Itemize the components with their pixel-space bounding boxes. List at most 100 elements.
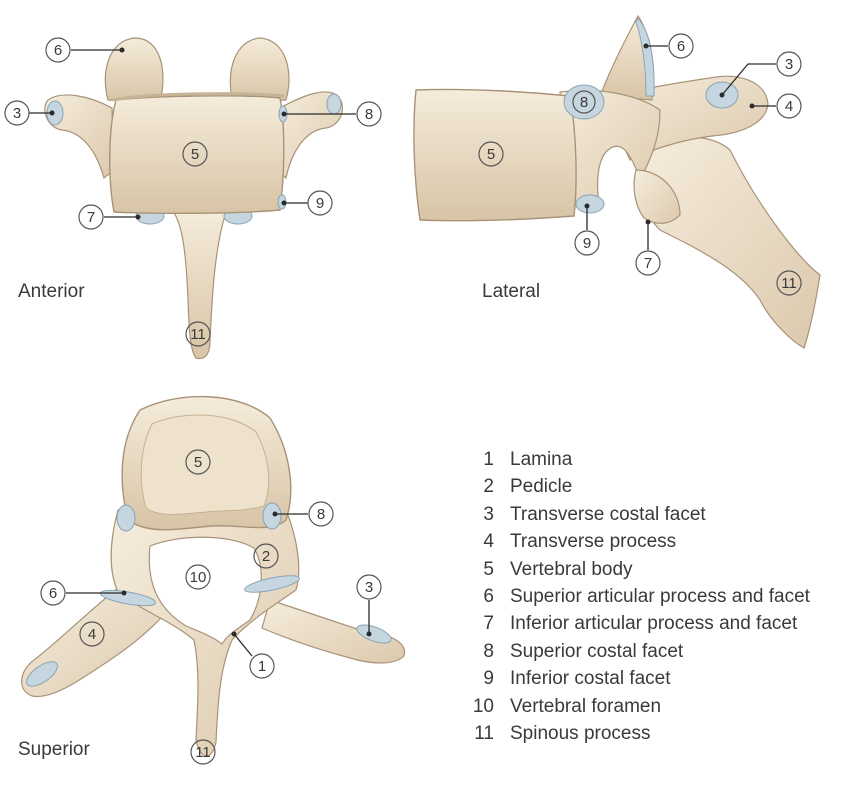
svg-text:11: 11 <box>781 275 797 292</box>
callout-anterior-6: 6 <box>45 37 71 63</box>
callout-superior-1: 1 <box>249 653 275 679</box>
callout-anterior-5: 5 <box>182 141 208 167</box>
callout-superior-3: 3 <box>356 574 382 600</box>
legend-label: Inferior costal facet <box>510 668 671 690</box>
svg-text:9: 9 <box>316 195 324 212</box>
superior-transverse-process-right <box>261 599 406 664</box>
view-label-superior: Superior <box>18 739 90 760</box>
svg-text:8: 8 <box>365 106 373 123</box>
svg-text:6: 6 <box>49 585 57 602</box>
legend-label: Lamina <box>510 449 573 470</box>
legend-label: Transverse costal facet <box>510 503 706 525</box>
legend-label: Vertebral body <box>510 558 633 580</box>
callout-lateral-5: 5 <box>478 141 504 167</box>
anterior-leader-lines <box>29 49 356 218</box>
anterior-view <box>44 37 343 360</box>
legend-number: 8 <box>483 640 494 662</box>
legend-number: 11 <box>474 722 494 744</box>
legend-number: 3 <box>483 503 494 525</box>
legend-number: 2 <box>483 476 494 498</box>
lateral-callouts: 6 3 4 8 5 9 7 11 <box>478 33 802 296</box>
superior-view <box>21 395 406 757</box>
legend-number: 7 <box>483 613 494 635</box>
lateral-inferior-articular-process <box>633 169 681 224</box>
legend-number: 4 <box>483 531 494 553</box>
svg-text:1: 1 <box>258 658 266 675</box>
legend-number: 10 <box>472 695 494 717</box>
svg-text:5: 5 <box>487 146 495 163</box>
callout-anterior-7: 7 <box>78 204 104 230</box>
anterior-superior-articular-process-right <box>229 37 290 103</box>
legend-number: 6 <box>483 585 494 607</box>
callout-lateral-4: 4 <box>776 93 802 119</box>
superior-transverse-costal-facet-right <box>356 624 392 644</box>
svg-text:4: 4 <box>785 98 793 115</box>
superior-callouts: 5 8 2 10 6 3 4 1 <box>40 449 382 765</box>
legend-number: 1 <box>483 449 494 470</box>
superior-superior-costal-facet-right <box>262 502 282 530</box>
callout-superior-8: 8 <box>308 501 334 527</box>
legend-item: 1 Lamina <box>472 446 810 473</box>
anterior-spinous-process <box>170 209 227 360</box>
callout-lateral-11: 11 <box>776 270 802 296</box>
callout-superior-6: 6 <box>40 580 66 606</box>
callout-superior-10: 10 <box>185 564 211 590</box>
callout-superior-2: 2 <box>253 543 279 569</box>
anterior-transverse-costal-facet-right <box>326 93 342 115</box>
legend-label: Transverse process <box>510 531 677 553</box>
svg-text:3: 3 <box>13 105 21 122</box>
svg-text:7: 7 <box>87 209 95 226</box>
callout-anterior-9: 9 <box>307 190 333 216</box>
anterior-superior-articular-process-left <box>104 37 164 103</box>
callout-lateral-9: 9 <box>574 230 600 256</box>
svg-text:11: 11 <box>195 744 211 761</box>
lateral-vertebral-body <box>413 88 577 222</box>
lateral-view <box>413 14 821 349</box>
lateral-spinous-process <box>638 136 821 349</box>
lateral-leader-dots <box>584 43 755 225</box>
callout-lateral-3: 3 <box>776 51 802 77</box>
legend-number: 5 <box>483 558 494 580</box>
callout-superior-5: 5 <box>185 449 211 475</box>
svg-text:7: 7 <box>644 255 652 272</box>
legend-number: 9 <box>483 668 494 690</box>
svg-text:3: 3 <box>365 579 373 596</box>
lateral-inferior-costal-facet <box>575 194 605 214</box>
callout-superior-4: 4 <box>79 621 105 647</box>
anterior-leader-dots <box>49 47 287 220</box>
superior-superior-costal-facet-left <box>116 504 136 532</box>
callout-anterior-3: 3 <box>4 100 30 126</box>
svg-text:8: 8 <box>580 94 588 111</box>
legend-label: Superior articular process and facet <box>510 585 810 607</box>
svg-text:11: 11 <box>190 326 206 343</box>
superior-leader-lines <box>66 513 370 657</box>
svg-text:10: 10 <box>190 569 207 586</box>
superior-transverse-process-left <box>21 587 174 698</box>
svg-text:2: 2 <box>262 548 270 565</box>
legend-item: 9 Inferior costal facet <box>472 665 810 692</box>
superior-superior-articular-facet-right <box>244 575 300 593</box>
legend-item: 3 Transverse costal facet <box>472 501 810 528</box>
callout-anterior-8: 8 <box>356 101 382 127</box>
superior-leader-dots <box>121 511 372 637</box>
callout-lateral-8: 8 <box>572 90 596 114</box>
legend-item: 11 Spinous process <box>472 720 810 747</box>
view-label-lateral: Lateral <box>482 281 541 302</box>
anterior-vertebral-body <box>109 95 285 215</box>
svg-text:6: 6 <box>677 38 685 55</box>
callout-anterior-11: 11 <box>185 321 211 347</box>
superior-transverse-costal-facet-left <box>26 661 58 687</box>
callout-lateral-7: 7 <box>635 250 661 276</box>
svg-text:4: 4 <box>88 626 96 643</box>
svg-text:8: 8 <box>317 506 325 523</box>
callout-lateral-6: 6 <box>668 33 694 59</box>
lateral-superior-articular-facet <box>635 17 655 97</box>
callout-superior-11: 11 <box>190 739 216 765</box>
legend-label: Spinous process <box>510 722 651 744</box>
view-label-anterior: Anterior <box>18 281 85 302</box>
